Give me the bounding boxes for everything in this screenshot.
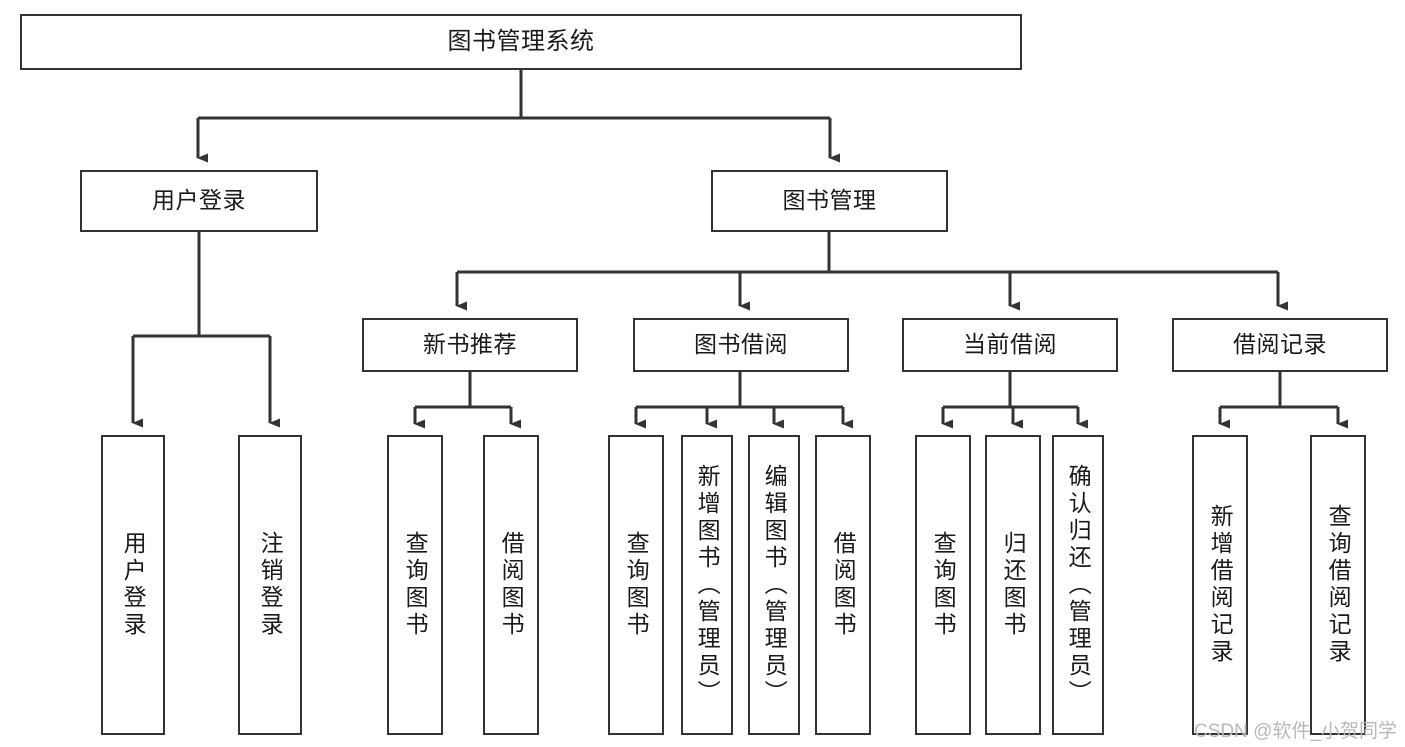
edges-borrowrecord-to-leaves <box>1218 372 1348 429</box>
leaf-label: 编辑图书（管理员） <box>761 463 788 707</box>
leaf-label: 查询借阅记录 <box>1325 504 1352 666</box>
node-book-management[interactable]: 图书管理 <box>711 170 948 232</box>
leaf-label: 新增图书（管理员） <box>694 463 721 707</box>
edges-userlogin-to-leaves <box>131 232 280 428</box>
csdn-watermark: CSDN @软件_小贺同学 <box>1194 721 1397 742</box>
leaf-label: 确认归还（管理员） <box>1065 463 1092 707</box>
node-current-borrowing[interactable]: 当前借阅 <box>902 318 1118 372</box>
leaf-query-book-under-new-book-rec[interactable]: 查询图书 <box>387 435 443 735</box>
leaf-label: 归还图书 <box>1000 531 1027 639</box>
node-borrowing-records[interactable]: 借阅记录 <box>1172 318 1388 372</box>
edges-newbookrec-to-leaves <box>413 372 521 429</box>
leaf-add-borrow-record[interactable]: 新增借阅记录 <box>1192 435 1248 735</box>
edges-currentborrow-to-leaves <box>941 372 1088 429</box>
leaf-borrow-book-under-book-borrow[interactable]: 借阅图书 <box>815 435 871 735</box>
leaf-query-borrow-record[interactable]: 查询借阅记录 <box>1310 435 1366 735</box>
leaf-label: 查询图书 <box>623 531 650 639</box>
leaf-logout[interactable]: 注销登录 <box>238 435 302 735</box>
edges-bookborrow-to-leaves <box>634 372 853 429</box>
leaf-add-book-admin[interactable]: 新增图书（管理员） <box>681 435 733 735</box>
leaf-query-book-under-current-borrow[interactable]: 查询图书 <box>915 435 971 735</box>
leaf-borrow-book-under-new-book-rec[interactable]: 借阅图书 <box>483 435 539 735</box>
edges-bookmanage-to-level3 <box>455 232 1288 311</box>
leaf-confirm-return-admin[interactable]: 确认归还（管理员） <box>1052 435 1104 735</box>
leaf-label: 借阅图书 <box>830 531 857 639</box>
edges-root-to-level2 <box>196 70 840 163</box>
leaf-return-book[interactable]: 归还图书 <box>985 435 1041 735</box>
leaf-label: 注销登录 <box>257 531 284 639</box>
leaf-label: 查询图书 <box>402 531 429 639</box>
leaf-label: 借阅图书 <box>498 531 525 639</box>
node-user-login[interactable]: 用户登录 <box>80 170 318 232</box>
leaf-edit-book-admin[interactable]: 编辑图书（管理员） <box>748 435 800 735</box>
leaf-label: 查询图书 <box>930 531 957 639</box>
leaf-user-login[interactable]: 用户登录 <box>101 435 165 735</box>
leaf-label: 用户登录 <box>120 531 147 639</box>
node-book-management-system[interactable]: 图书管理系统 <box>20 14 1022 70</box>
leaf-query-book-under-book-borrow[interactable]: 查询图书 <box>608 435 664 735</box>
leaf-label: 新增借阅记录 <box>1207 504 1234 666</box>
node-new-book-recommendation[interactable]: 新书推荐 <box>362 318 578 372</box>
node-book-borrowing[interactable]: 图书借阅 <box>633 318 849 372</box>
